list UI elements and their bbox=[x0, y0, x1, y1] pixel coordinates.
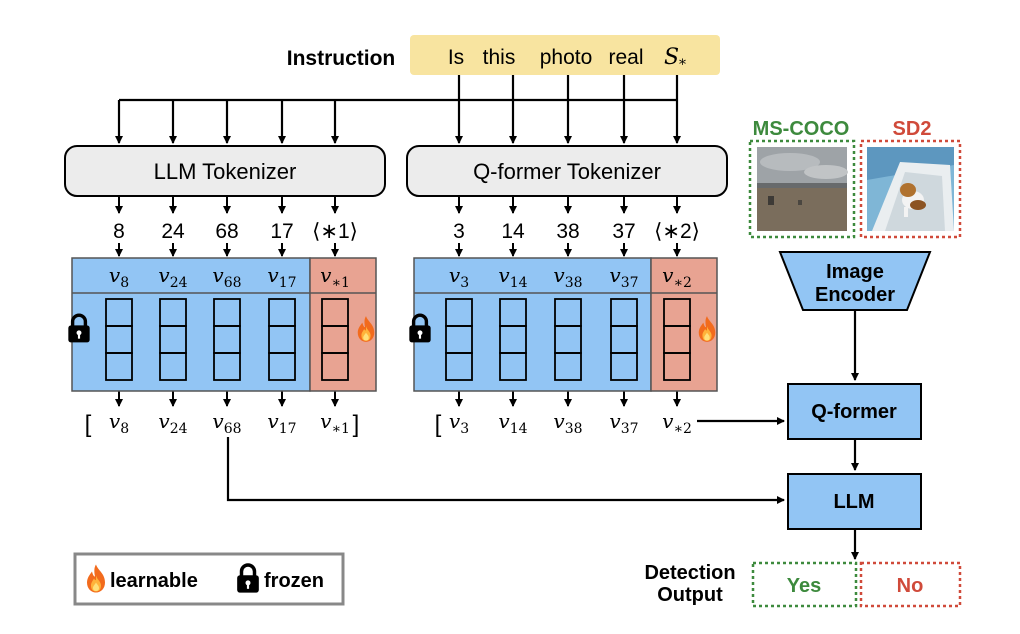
embedding-vector-label: v17 bbox=[267, 263, 296, 291]
output-vector-label: v∗1 bbox=[320, 409, 350, 437]
instruction-word: this bbox=[483, 46, 516, 69]
output-vector-label: v38 bbox=[553, 409, 582, 437]
embedding-cell bbox=[663, 352, 691, 381]
legend-box bbox=[73, 552, 345, 606]
real-image-frame bbox=[748, 139, 856, 239]
instruction-box bbox=[410, 35, 720, 75]
embedding-vector-label: v14 bbox=[498, 263, 527, 291]
detection-output-label: Detection bbox=[644, 562, 735, 584]
legend-learnable-label: learnable bbox=[110, 570, 198, 592]
image-encoder-block bbox=[778, 251, 932, 311]
no-output-box bbox=[859, 561, 962, 608]
llm-embedding-table bbox=[71, 257, 377, 392]
llm-frozen-region bbox=[71, 257, 311, 392]
token-id: ⟨∗2⟩ bbox=[654, 220, 700, 243]
real-dataset-label: MS-COCO bbox=[753, 118, 850, 140]
output-vectors: v8 v24 v68 v17 v∗1 v3 v14 v38 v37 v∗2 bbox=[109, 409, 692, 437]
token-id: 17 bbox=[270, 220, 293, 243]
embedding-cell bbox=[554, 352, 582, 381]
no-output-label: No bbox=[897, 575, 924, 597]
embedding-cell bbox=[499, 352, 527, 381]
embedding-cells bbox=[105, 298, 691, 381]
output-vector-label: v∗2 bbox=[662, 409, 692, 437]
bracket-close: ] bbox=[353, 411, 360, 438]
token-id: 38 bbox=[556, 220, 579, 243]
instruction-word: Is bbox=[448, 46, 464, 69]
token-id: 37 bbox=[612, 220, 635, 243]
token-id-row: 8 24 68 17 ⟨∗1⟩ 3 14 38 37 ⟨∗2⟩ bbox=[113, 220, 700, 243]
token-id: 3 bbox=[453, 220, 465, 243]
qformer-block-label: Q-former bbox=[811, 401, 897, 423]
embedding-cell bbox=[268, 352, 296, 381]
legend-frozen-label: frozen bbox=[264, 570, 324, 592]
output-vector-label: v24 bbox=[158, 409, 187, 437]
embedding-cell bbox=[610, 352, 638, 381]
bracket-open: [ bbox=[435, 411, 442, 438]
token-id: 24 bbox=[161, 220, 185, 243]
image-encoder-label: Encoder bbox=[815, 284, 895, 306]
qformer-tokenizer-label: Q-former Tokenizer bbox=[473, 159, 661, 184]
fake-image-thumbnail bbox=[867, 147, 954, 231]
token-id: ⟨∗1⟩ bbox=[312, 220, 358, 243]
fake-image-frame bbox=[859, 139, 962, 239]
detection-output-label: Output bbox=[657, 584, 723, 606]
fake-dataset-label: SD2 bbox=[893, 118, 932, 140]
real-image-thumbnail bbox=[757, 147, 848, 231]
output-vector-label: v14 bbox=[498, 409, 527, 437]
embedding-cell bbox=[213, 352, 241, 381]
embedding-cell bbox=[445, 352, 473, 381]
output-vector-label: v17 bbox=[267, 409, 296, 437]
output-vector-label: v37 bbox=[609, 409, 638, 437]
image-encoder-label: Image bbox=[826, 261, 884, 283]
yes-output-box bbox=[751, 561, 858, 608]
tokenizer-arrows bbox=[115, 196, 681, 407]
llm-tokenizer-box bbox=[64, 145, 386, 197]
instruction-label: Instruction bbox=[287, 47, 396, 70]
llm-block-label: LLM bbox=[833, 491, 874, 513]
embedding-vector-label: v68 bbox=[212, 263, 241, 291]
embedding-vector-label: v37 bbox=[609, 263, 638, 291]
special-token: S* bbox=[664, 45, 686, 73]
bracket-open: [ bbox=[85, 411, 92, 438]
llm-tokenizer-label: LLM Tokenizer bbox=[154, 159, 297, 184]
embedding-vector-label: v8 bbox=[109, 263, 129, 291]
instruction-fanout bbox=[115, 75, 681, 144]
instruction-word: real bbox=[608, 46, 643, 69]
embedding-vector-label: v38 bbox=[553, 263, 582, 291]
embedding-vector-label: v24 bbox=[158, 263, 187, 291]
embedding-vector-label: v3 bbox=[449, 263, 469, 291]
output-vector-label: v68 bbox=[212, 409, 241, 437]
pipeline-connectors bbox=[226, 310, 859, 560]
token-id: 8 bbox=[113, 220, 125, 243]
embedding-cell bbox=[105, 352, 133, 381]
instruction-word: photo bbox=[540, 46, 593, 69]
embedding-cell bbox=[159, 352, 187, 381]
qformer-block bbox=[787, 383, 922, 440]
yes-output-label: Yes bbox=[787, 575, 821, 597]
output-vector-label: v3 bbox=[449, 409, 469, 437]
output-vector-label: v8 bbox=[109, 409, 129, 437]
embedding-vector-label: v∗2 bbox=[662, 263, 692, 291]
embedding-vector-label: v∗1 bbox=[320, 263, 350, 291]
embedding-cell bbox=[321, 352, 349, 381]
token-id: 68 bbox=[215, 220, 238, 243]
embedding-labels: v8 v24 v68 v17 v∗1 v3 v14 v38 v37 v∗2 bbox=[109, 263, 692, 291]
token-id: 14 bbox=[501, 220, 525, 243]
